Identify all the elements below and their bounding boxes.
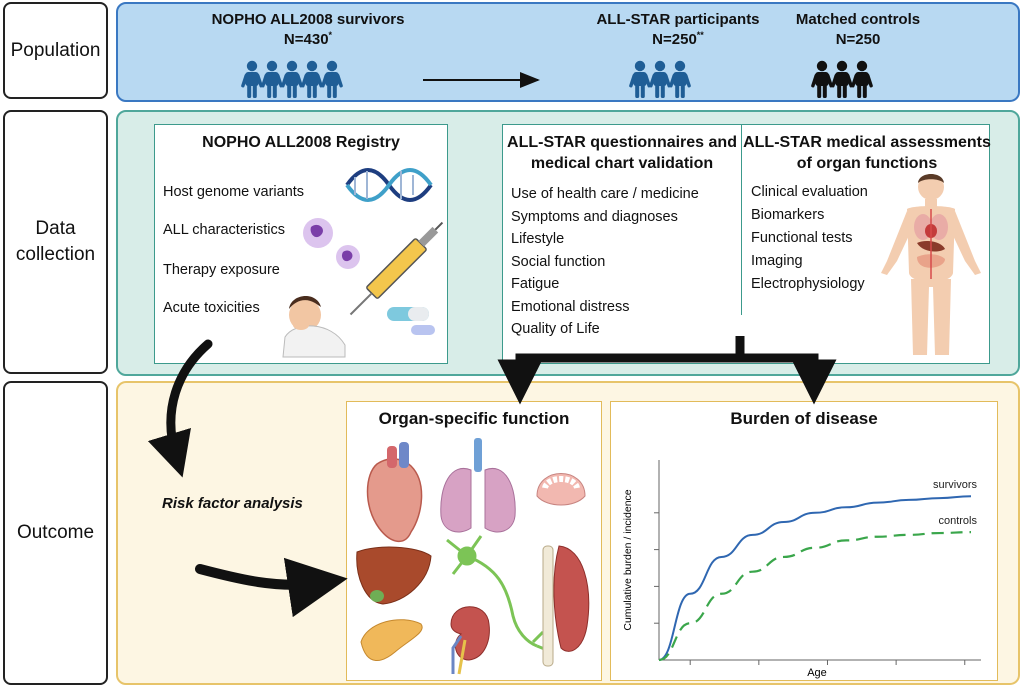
mouth-teeth-icon [536,473,586,506]
population-graphics [240,60,874,98]
organ-function-box: Organ-specific function [346,401,602,681]
data-collection-row: NOPHO ALL2008 Registry Host genome varia… [116,110,1020,376]
series-label-controls: controls [938,515,977,527]
risk-to-organ-arrow [195,557,348,618]
participants-footnote-mark: ** [696,29,704,40]
outcome-row: Risk factor analysis Organ-specific func… [116,381,1020,685]
y-axis-label: Cumulative burden / incidence [622,489,634,630]
questionnaire-item: Lifestyle [511,231,565,247]
stage-label-text: Population [10,39,101,61]
assessment-item: Electrophysiology [751,276,865,292]
population-row: NOPHO ALL2008 survivors N=430* ALL-STAR … [116,2,1020,102]
sick-person-icon [282,295,346,358]
assessments-title: ALL-STAR medical assessments of organ fu… [743,133,991,175]
allstar-to-burden-arrow [740,353,837,405]
series-line-controls [658,531,972,662]
leukemia-cells-icon [303,218,360,269]
participants-label: ALL-STAR participants N=250** [568,10,788,49]
controls-count: N=250 [835,30,881,48]
allstar-box: ALL-STAR questionnaires and medical char… [502,124,991,364]
registry-title: NOPHO ALL2008 Registry [202,134,400,151]
questionnaire-item: Emotional distress [511,299,630,315]
burden-title: Burden of disease [730,409,878,428]
series-label-survivors: survivors [933,479,978,491]
registry-item: Therapy exposure [163,262,280,278]
survivors-count: N=430 [283,30,329,48]
stage-label-text: collection [15,244,96,265]
participants-count: N=250 [652,30,697,48]
series-line-survivors [658,495,972,661]
human-body-icon [881,174,981,355]
burden-chart: Cumulative burden / incidence Age surviv… [622,460,981,679]
assessment-item: Biomarkers [751,207,825,223]
registry-item: Acute toxicities [163,300,260,316]
assessments-title-line: ALL-STAR medical assessments [743,134,991,151]
organ-function-title: Organ-specific function [378,409,570,428]
assessment-item: Clinical evaluation [751,184,868,200]
neuron-icon [446,535,548,652]
syringe-icon [349,221,444,316]
allstar-divider [741,125,742,315]
liver-icon [356,546,432,605]
controls-title: Matched controls [795,11,921,28]
assessment-item: Functional tests [751,230,853,246]
stage-label-outcome: Outcome [3,381,108,685]
kidney-icon [450,606,490,675]
stage-label-text: Outcome [16,522,95,544]
registry-box: NOPHO ALL2008 Registry Host genome varia… [154,124,448,364]
registry-item: Host genome variants [163,184,305,200]
burden-box: Burden of disease Cumulative burden / in… [610,401,998,681]
participants-title: ALL-STAR participants [596,11,760,28]
pancreas-icon [360,619,423,661]
assessments-title-line: of organ functions [796,154,938,172]
stage-label-text: Data [35,218,76,240]
dna-icon [345,168,433,202]
questionnaire-item: Use of health care / medicine [511,186,699,202]
survivors-footnote-mark: * [328,29,333,40]
bone-muscle-icon [542,545,590,667]
risk-factor-label: Risk factor analysis [162,495,303,512]
survivors-title: NOPHO ALL2008 survivors [211,11,405,28]
heart-icon [366,442,423,542]
stage-label-data-collection: Data collection [3,110,108,374]
questionnaire-item: Social function [511,254,606,270]
registry-item: ALL characteristics [163,222,285,238]
pills-icon [387,307,435,335]
questionnaire-item: Quality of Life [511,321,600,337]
survivors-label: NOPHO ALL2008 survivors N=430* [178,10,438,49]
lungs-icon [440,438,516,533]
controls-label: Matched controls N=250 [773,10,943,49]
assessment-item: Imaging [751,253,803,269]
allstar-to-organ-arrow [497,336,745,405]
questionnaire-item: Fatigue [511,276,560,292]
questionnaire-item: Symptoms and diagnoses [511,209,678,225]
x-axis-label: Age [807,667,827,679]
questionnaires-title-line: ALL-STAR questionnaires and [507,134,737,151]
questionnaires-title-line: medical chart validation [530,154,714,172]
questionnaires-title: ALL-STAR questionnaires and medical char… [503,133,741,175]
registry-to-risk-arrow [147,339,213,478]
stage-label-population: Population [3,2,108,99]
